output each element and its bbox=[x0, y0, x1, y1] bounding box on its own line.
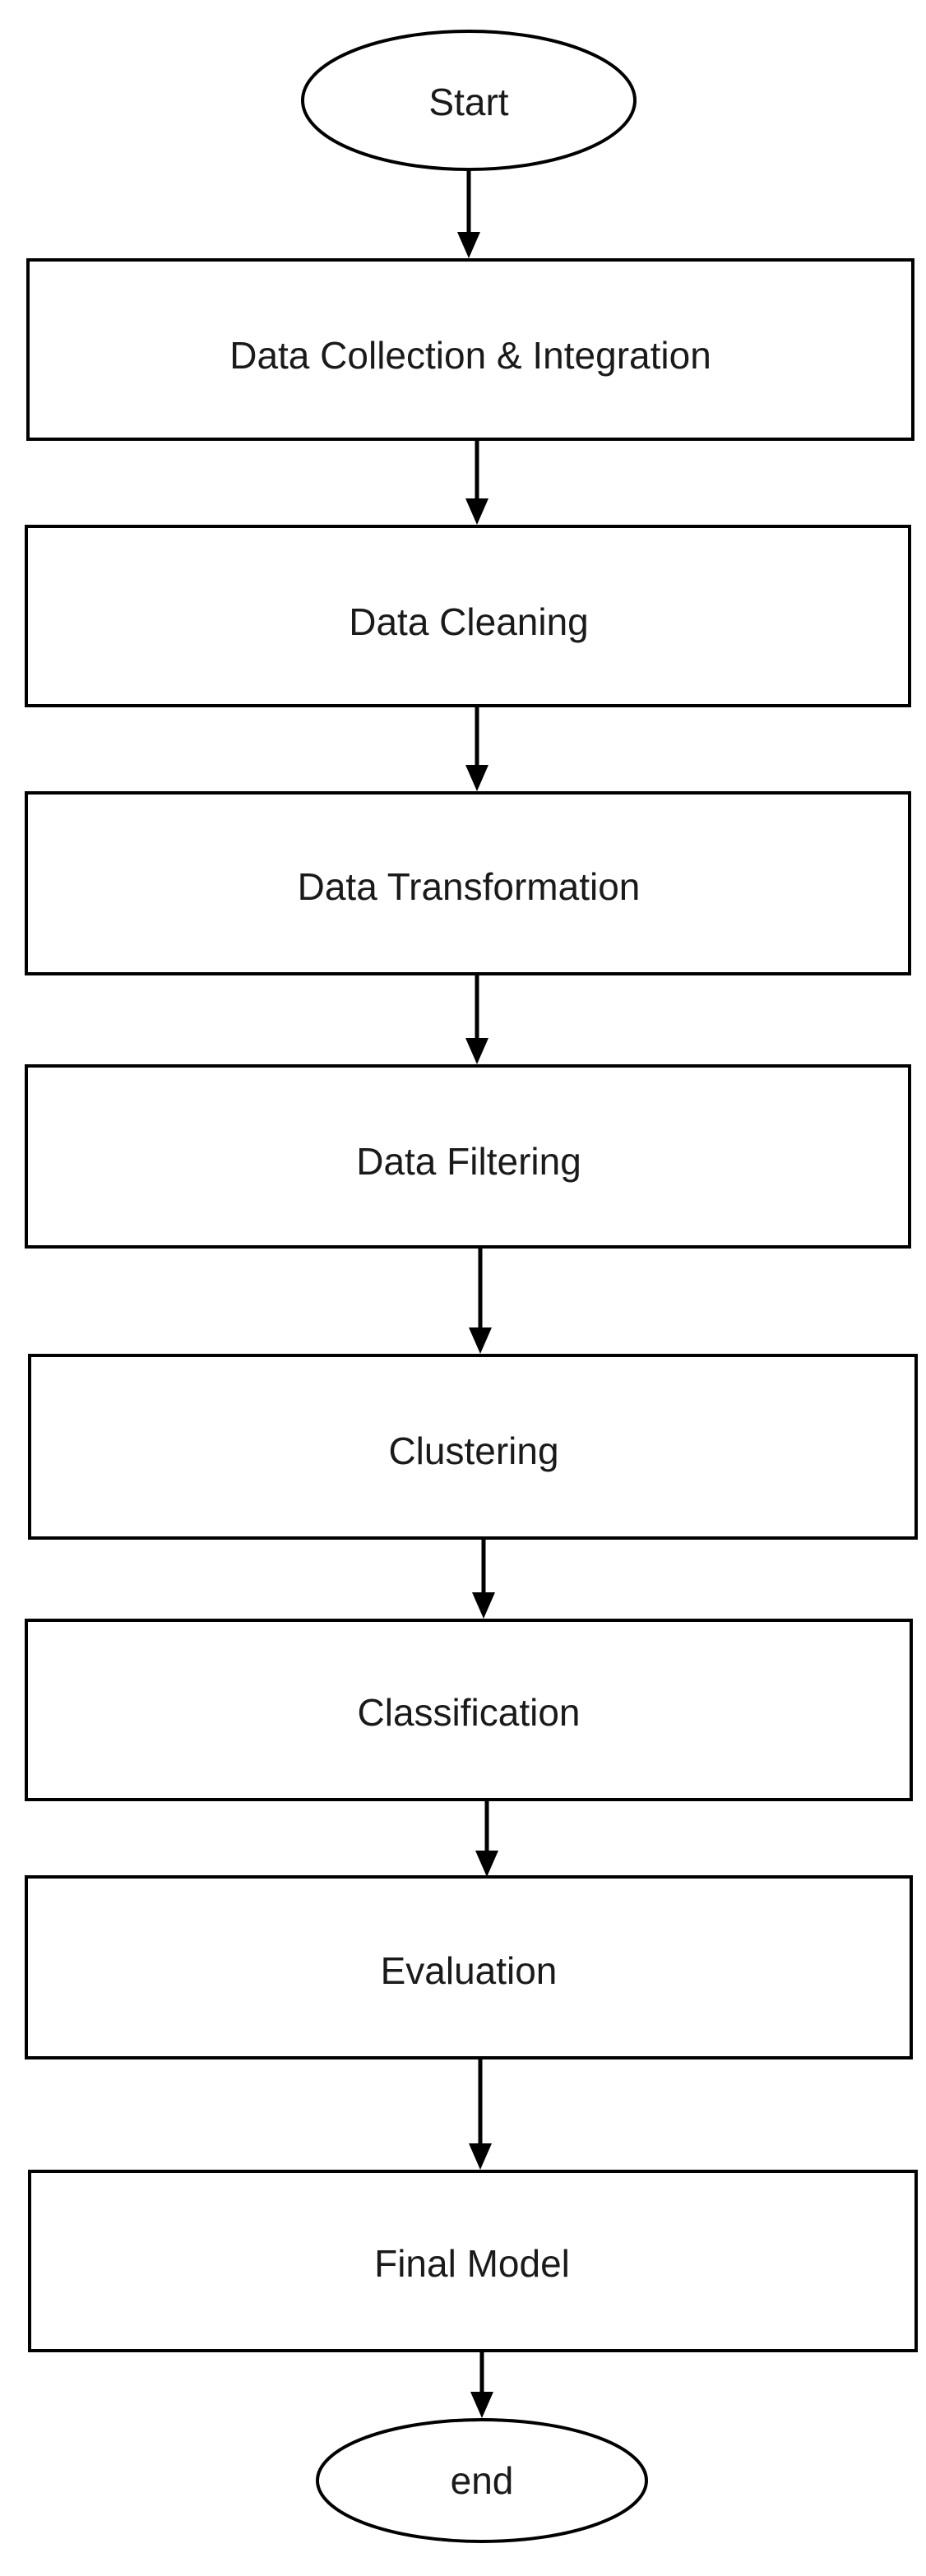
arrow-filtering-to-clustering bbox=[469, 1247, 492, 1354]
arrow-cleaning-to-transformation bbox=[465, 706, 488, 791]
arrow-start-to-collection bbox=[457, 169, 480, 258]
step-data-cleaning-label: Data Cleaning bbox=[349, 600, 589, 643]
step-final-model: Final Model bbox=[28, 2170, 918, 2352]
step-data-filtering-label: Data Filtering bbox=[356, 1140, 581, 1183]
step-data-collection: Data Collection & Integration bbox=[26, 258, 914, 441]
start-label: Start bbox=[428, 81, 508, 123]
step-data-transformation: Data Transformation bbox=[25, 791, 911, 975]
arrow-collection-to-cleaning bbox=[465, 439, 488, 525]
step-final-model-label: Final Model bbox=[374, 2242, 570, 2285]
arrow-evaluation-to-final-model bbox=[469, 2058, 492, 2170]
step-data-collection-label: Data Collection & Integration bbox=[229, 334, 711, 377]
step-classification: Classification bbox=[25, 1619, 913, 1801]
step-data-transformation-label: Data Transformation bbox=[298, 865, 641, 908]
step-clustering-label: Clustering bbox=[388, 1429, 558, 1472]
start-node: Start bbox=[301, 30, 637, 171]
step-data-filtering: Data Filtering bbox=[25, 1064, 911, 1249]
arrow-classification-to-evaluation bbox=[475, 1800, 498, 1877]
step-clustering: Clustering bbox=[28, 1354, 918, 1540]
arrow-transformation-to-filtering bbox=[465, 974, 488, 1064]
end-label: end bbox=[451, 2459, 514, 2502]
arrow-clustering-to-classification bbox=[472, 1538, 495, 1619]
end-node: end bbox=[316, 2418, 648, 2543]
step-data-cleaning: Data Cleaning bbox=[25, 525, 911, 707]
step-classification-label: Classification bbox=[358, 1691, 581, 1734]
step-evaluation: Evaluation bbox=[25, 1875, 913, 2059]
step-evaluation-label: Evaluation bbox=[381, 1949, 558, 1992]
arrow-final-model-to-end bbox=[470, 2351, 493, 2418]
